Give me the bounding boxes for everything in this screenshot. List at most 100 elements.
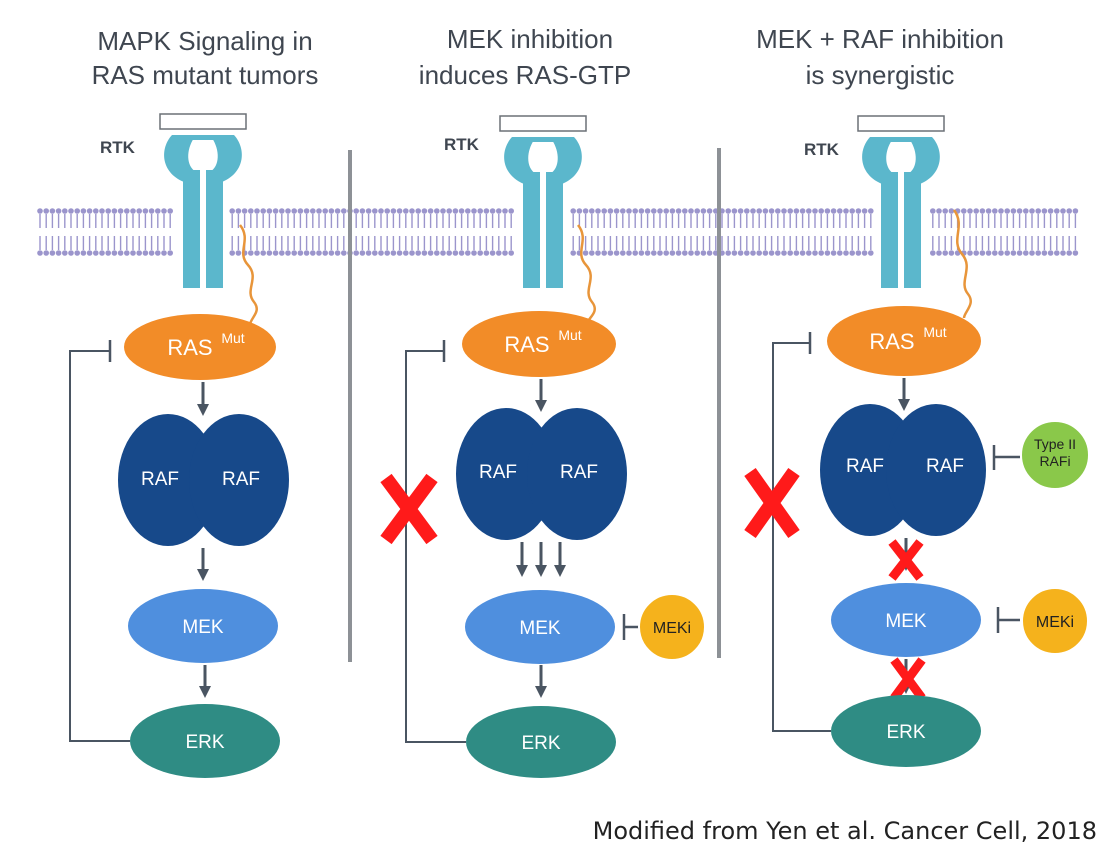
- lipid-head: [353, 250, 360, 256]
- lipid-head: [266, 208, 273, 214]
- lipid-head: [316, 208, 322, 214]
- lipid-head: [837, 208, 843, 214]
- lipid-head: [62, 208, 68, 214]
- lipid-head: [992, 250, 998, 256]
- lipid-head: [985, 208, 992, 214]
- lipid-head: [812, 208, 818, 214]
- lipid-head: [998, 208, 1004, 214]
- lipid-head: [855, 208, 862, 214]
- raf-node: [118, 414, 218, 546]
- lipid-head: [806, 250, 812, 256]
- lipid-head: [849, 208, 855, 214]
- lipid-head: [86, 208, 93, 214]
- lipid-head: [589, 250, 595, 256]
- lipid-head: [86, 250, 93, 256]
- lipid-head: [632, 250, 638, 256]
- lipid-head: [167, 250, 173, 256]
- erk-node: [466, 706, 616, 778]
- lipid-head: [161, 250, 167, 256]
- lipid-head: [793, 250, 800, 256]
- ras-label: RAS: [504, 332, 549, 357]
- lipid-head: [1010, 208, 1017, 214]
- lipid-head: [861, 208, 868, 214]
- lipid-head: [111, 208, 118, 214]
- lipid-head: [99, 208, 105, 214]
- panel-3: RTK RAS Mut RAF RAF Type II RAFi MEK MEK…: [744, 115, 1090, 767]
- lipid-head: [285, 250, 291, 256]
- lipid-head: [830, 208, 837, 214]
- lipid-head: [1041, 208, 1048, 214]
- erk-label: ERK: [521, 733, 560, 754]
- lipid-head: [148, 250, 155, 256]
- lipid-head: [1016, 208, 1023, 214]
- lipid-head: [390, 208, 397, 214]
- lipid-head: [421, 208, 428, 214]
- raf-node: [886, 404, 986, 536]
- lipid-head: [626, 250, 632, 256]
- lipid-head: [700, 250, 707, 256]
- lipid-head: [489, 208, 496, 214]
- lipid-head: [1023, 208, 1029, 214]
- lipid-head: [948, 250, 955, 256]
- lipid-head: [669, 250, 676, 256]
- lipid-head: [830, 250, 837, 256]
- lipid-head: [768, 250, 775, 256]
- lipid-head: [142, 250, 149, 256]
- lipid-head: [1047, 208, 1054, 214]
- lipid-head: [440, 250, 446, 256]
- lipid-head: [55, 250, 62, 256]
- lipid-head: [99, 250, 105, 256]
- lipid-head: [1010, 250, 1017, 256]
- lipid-head: [589, 208, 595, 214]
- inhibition-x-mark: [744, 467, 800, 539]
- raf-label: RAF: [846, 456, 884, 477]
- lipid-head: [657, 250, 663, 256]
- mek-inhibition: [996, 607, 1020, 633]
- lipid-head: [43, 250, 49, 256]
- lipid-head: [663, 208, 669, 214]
- lipid-head: [1029, 208, 1035, 214]
- ras-anchor: [576, 224, 596, 323]
- lipid-head: [613, 208, 620, 214]
- lipid-head: [477, 250, 484, 256]
- ras-label: RAS: [869, 329, 914, 354]
- erk-label: ERK: [185, 732, 224, 753]
- lipid-head: [266, 250, 273, 256]
- lipid-head: [1029, 250, 1035, 256]
- lipid-head: [756, 208, 762, 214]
- lipid-head: [756, 250, 762, 256]
- meki-label: MEKi: [1036, 614, 1074, 631]
- lipid-head: [130, 208, 136, 214]
- lipid-head: [1060, 208, 1066, 214]
- figure-caption: Modified from Yen et al. Cancer Cell, 20…: [593, 817, 1097, 845]
- lipid-head: [595, 250, 601, 256]
- lipid-head: [570, 250, 576, 256]
- lipid-head: [868, 250, 874, 256]
- lipid-head: [136, 250, 142, 256]
- lipid-head: [396, 250, 403, 256]
- lipid-head: [167, 208, 173, 214]
- lipid-head: [489, 250, 496, 256]
- lipid-head: [1023, 250, 1029, 256]
- lipid-head: [967, 250, 973, 256]
- lipid-head: [328, 208, 335, 214]
- lipid-head: [80, 250, 87, 256]
- lipid-head: [452, 250, 459, 256]
- lipid-head: [142, 208, 149, 214]
- lipid-head: [1072, 250, 1079, 256]
- lipid-head: [620, 250, 626, 256]
- lipid-head: [341, 208, 347, 214]
- lipid-head: [55, 208, 62, 214]
- ras-anchor: [952, 209, 972, 319]
- lipid-head: [632, 208, 638, 214]
- rtk-receptor: [857, 115, 945, 288]
- lipid-head: [595, 208, 601, 214]
- lipid-head: [601, 208, 607, 214]
- lipid-head: [440, 208, 446, 214]
- rafi-label-line2: RAFi: [1039, 453, 1070, 469]
- lipid-head: [1054, 208, 1060, 214]
- lipid-head: [415, 208, 422, 214]
- lipid-head: [812, 250, 818, 256]
- lipid-head: [359, 208, 366, 214]
- lipid-head: [775, 208, 781, 214]
